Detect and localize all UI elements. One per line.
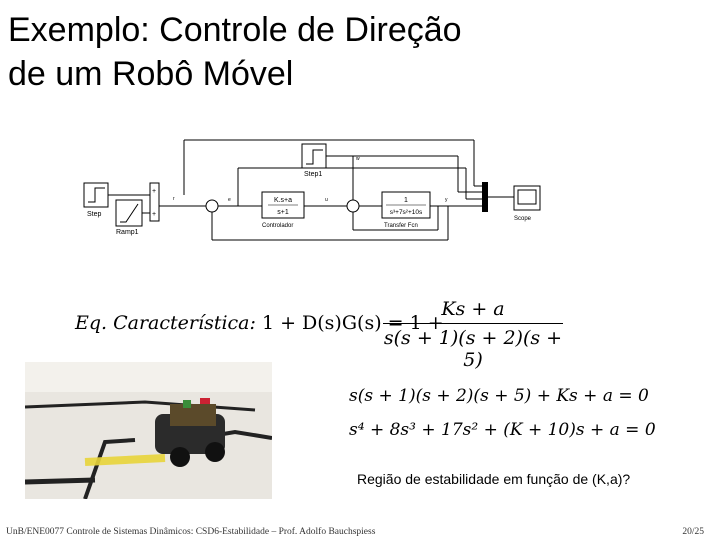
- tf-den: s³+7s²+10s: [390, 209, 423, 216]
- char-eq-label: Eq. Característica:: [75, 312, 256, 334]
- step-label: Step: [87, 211, 102, 218]
- tf-label: Transfer Fcn: [384, 223, 418, 229]
- controller-den: s+1: [277, 209, 289, 216]
- svg-text:+: +: [152, 211, 156, 218]
- char-eq-numerator: Ks + a: [383, 298, 563, 320]
- polynomial-equation: s⁴ + 8s³ + 17s² + (K + 10)s + a = 0: [349, 420, 656, 440]
- svg-text:y: y: [445, 197, 448, 203]
- svg-text:u: u: [325, 197, 328, 203]
- title-line-2: de um Robô Móvel: [8, 52, 462, 96]
- expanded-equation: s(s + 1)(s + 2)(s + 5) + Ks + a = 0: [349, 386, 649, 406]
- svg-text:r: r: [173, 196, 175, 202]
- svg-text:w: w: [356, 156, 360, 162]
- char-eq-denominator: s(s + 1)(s + 2)(s + 5): [383, 327, 563, 371]
- controller-block: K.s+a s+1 Controlador: [262, 192, 304, 229]
- robot-photo: [25, 362, 272, 499]
- page-number: 20/25: [682, 527, 704, 537]
- scope-label: Scope: [514, 216, 532, 222]
- step1-block: Step1: [302, 144, 326, 178]
- svg-text:+: +: [152, 188, 156, 195]
- step1-label: Step1: [304, 171, 322, 178]
- stability-question: Região de estabilidade em função de (K,a…: [357, 471, 630, 487]
- slide-title: Exemplo: Controle de Direção de um Robô …: [8, 8, 462, 96]
- transfer-fcn-block: 1 s³+7s²+10s Transfer Fcn: [382, 192, 430, 229]
- svg-text:e: e: [228, 197, 231, 203]
- tf-num: 1: [404, 197, 408, 204]
- simulink-block-diagram: Step Ramp1 + + r e K.s+a s+1 Controlador…: [78, 128, 548, 263]
- scope-block: Scope: [514, 186, 540, 222]
- footer-text: UnB/ENE0077 Controle de Sistemas Dinâmic…: [6, 527, 375, 537]
- ramp-label: Ramp1: [116, 229, 139, 236]
- step-block: Step: [84, 183, 108, 218]
- controller-label: Controlador: [262, 223, 293, 229]
- controller-num: K.s+a: [274, 197, 292, 204]
- ramp-block: Ramp1: [116, 200, 142, 236]
- char-eq-fraction: Ks + a s(s + 1)(s + 2)(s + 5): [383, 298, 563, 371]
- title-line-1: Exemplo: Controle de Direção: [8, 8, 462, 52]
